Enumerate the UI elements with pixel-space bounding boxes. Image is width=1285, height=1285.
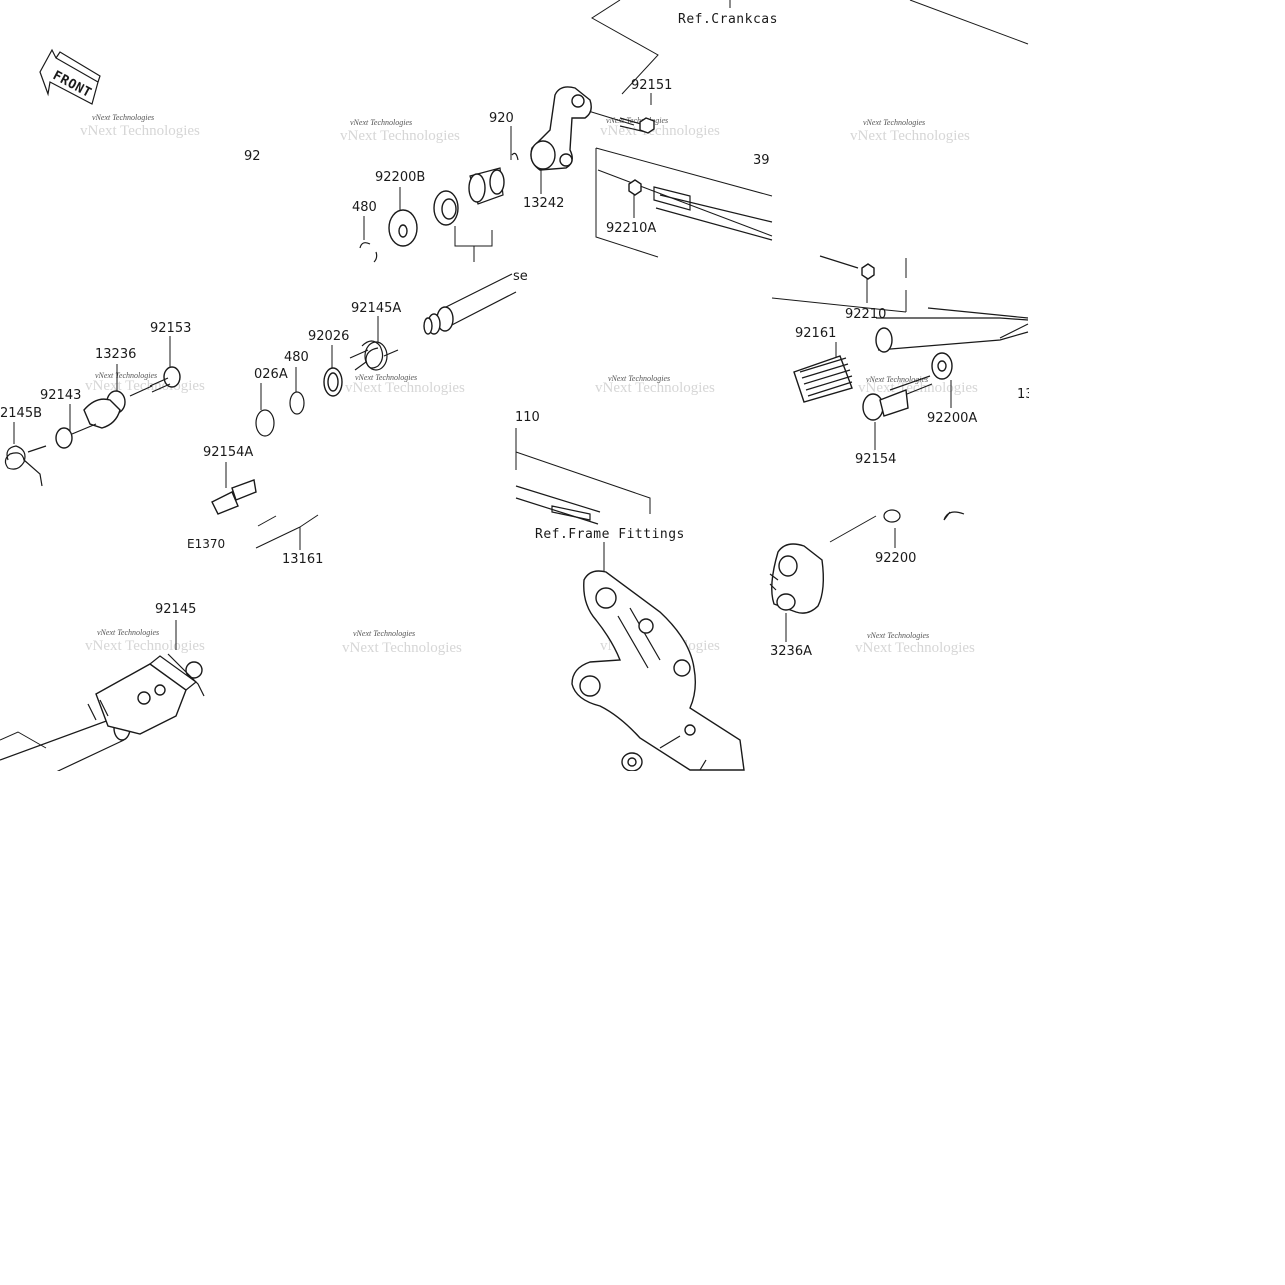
part-label-92200a: 92200A <box>927 411 977 426</box>
svg-text:vNext Technologies: vNext Technologies <box>80 123 200 139</box>
part-label-13236: 13236 <box>95 347 136 362</box>
lever-13236 <box>83 398 121 429</box>
svg-text:vNext Technologies: vNext Technologies <box>858 380 978 396</box>
part-label-92210: 92210 <box>845 307 886 322</box>
tie-rod <box>515 485 601 525</box>
spring-92145b <box>4 445 47 487</box>
svg-text:vNext Technologies: vNext Technologies <box>85 638 205 654</box>
watermark: vNext Technologies <box>92 113 154 122</box>
svg-text:vNext Technologies: vNext Technologies <box>600 123 720 139</box>
nut-92210a <box>628 179 642 196</box>
part-label-920: 920 <box>489 111 514 126</box>
circlip-92145 <box>185 661 203 679</box>
part-label-92200b: 92200B <box>375 170 425 185</box>
part-label-92210a: 92210A <box>606 221 656 236</box>
part-label-13161: 13161 <box>282 552 323 567</box>
ref-crankcase-label: Ref.Crankcas <box>678 12 778 27</box>
svg-text:vNext Technologies: vNext Technologies <box>850 128 970 144</box>
watermark: vNext Technologies <box>867 631 929 640</box>
part-label-se: se <box>513 269 528 284</box>
watermark: vNext Technologies <box>97 628 159 637</box>
part-label-92151: 92151 <box>631 78 672 93</box>
shift-rod <box>655 194 773 241</box>
circlip-480b <box>289 391 305 415</box>
front-label: FRONT <box>50 68 94 101</box>
part-label-3236a: 3236A <box>770 644 812 659</box>
part-label-92: 92 <box>244 149 261 164</box>
watermark: vNext Technologies <box>608 374 670 383</box>
part-label-92154a: 92154A <box>203 445 253 460</box>
washer-92153 <box>163 366 181 388</box>
part-label-2145b: 2145B <box>0 406 42 421</box>
part-label-92161: 92161 <box>795 326 836 341</box>
part-label-92154: 92154 <box>855 452 896 467</box>
watermark: vNext Technologies <box>863 118 925 127</box>
svg-text:vNext Technologies: vNext Technologies <box>340 128 460 144</box>
parts <box>0 86 1029 773</box>
part-label-92145a: 92145A <box>351 301 401 316</box>
part-label-110: 110 <box>515 410 540 425</box>
rod-thread <box>653 186 691 211</box>
watermark: vNext Technologies <box>95 371 157 380</box>
part-label-92153: 92153 <box>150 321 191 336</box>
part-label-026a: 026A <box>254 367 288 382</box>
watermark: vNext Technologies <box>353 629 415 638</box>
spring-92145a <box>349 340 399 369</box>
svg-text:vNext Technologies: vNext Technologies <box>85 378 205 394</box>
diagram-mask-right <box>1029 0 1285 780</box>
ring-026a <box>255 409 275 437</box>
part-label-480-mid: 480 <box>284 350 309 365</box>
collar-92143 <box>55 427 73 449</box>
part-label-480: 480 <box>352 200 377 215</box>
shift-shaft <box>439 273 517 329</box>
watermark: vNext Technologies <box>350 118 412 127</box>
ref-frame-fittings-label: Ref.Frame Fittings <box>535 527 685 542</box>
svg-text:vNext Technologies: vNext Technologies <box>855 640 975 656</box>
rod-thread-right <box>819 255 859 269</box>
part-label-92145: 92145 <box>155 602 196 617</box>
part-label-92026: 92026 <box>308 329 349 344</box>
leader-lines <box>0 0 1029 749</box>
circlip-480 <box>359 242 378 263</box>
shift-pedal <box>876 317 1029 351</box>
part-labels: 92151 920 92 39 92200B 480 13242 92210A … <box>0 12 1034 659</box>
front-arrow-icon: FRONT <box>39 48 101 105</box>
footpeg-bracket <box>571 570 745 771</box>
linkage-rod <box>0 715 125 773</box>
diagram-mask-bottom <box>0 771 1285 1285</box>
stud-92154a <box>211 491 239 515</box>
svg-text:vNext Technologies: vNext Technologies <box>345 380 465 396</box>
part-label-39: 39 <box>753 153 770 168</box>
part-label-92143: 92143 <box>40 388 81 403</box>
watermark: vNext Technologies <box>866 375 928 384</box>
bolt-92151 <box>639 117 655 134</box>
part-label-92200: 92200 <box>875 551 916 566</box>
washer-92200 <box>883 509 901 523</box>
bolt-92154 <box>862 393 884 421</box>
svg-text:vNext Technologies: vNext Technologies <box>342 640 462 656</box>
watermark: vNext Technologies <box>355 373 417 382</box>
svg-text:vNext Technologies: vNext Technologies <box>595 380 715 396</box>
part-label-13242: 13242 <box>523 196 564 211</box>
watermark: vNext Technologies <box>606 116 668 125</box>
part-label-e1370: E1370 <box>187 537 225 551</box>
nut-92210 <box>861 263 875 280</box>
